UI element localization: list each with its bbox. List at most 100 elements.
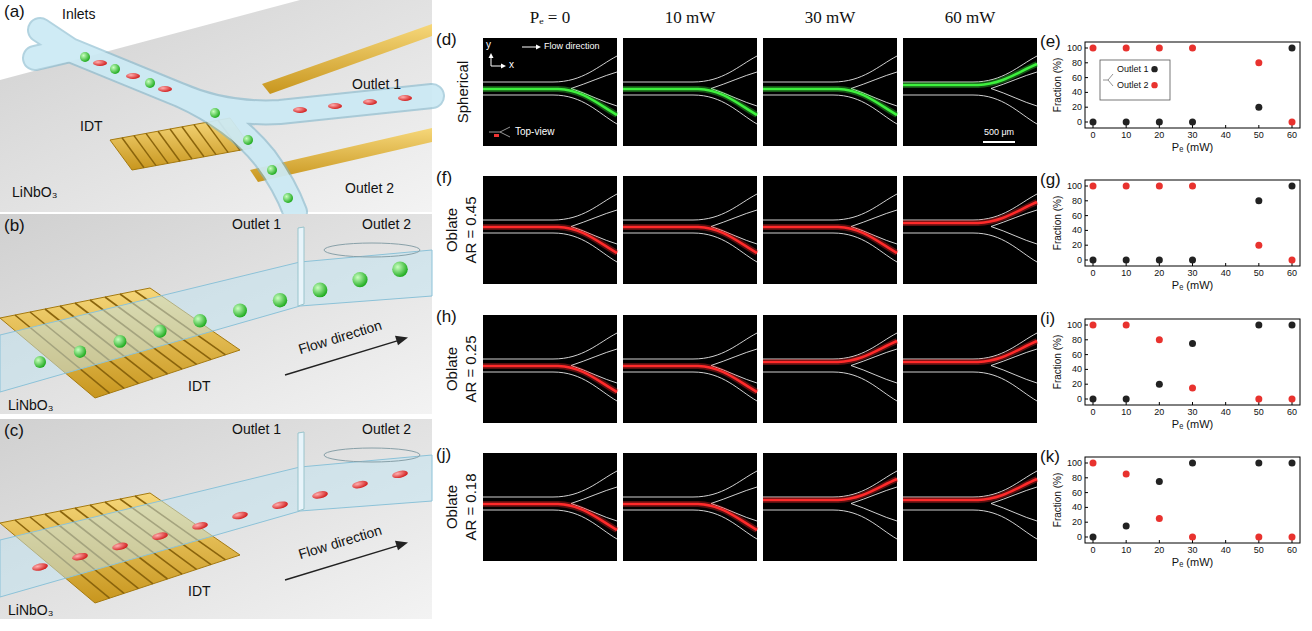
tick-label: 40 — [1072, 502, 1082, 512]
tick-label: 20 — [1072, 517, 1082, 527]
finger — [182, 127, 204, 157]
legend-swatch — [1151, 82, 1157, 88]
data-point — [1189, 384, 1196, 391]
flow-arrow — [522, 47, 537, 48]
data-point — [1189, 257, 1196, 264]
data-point — [1123, 522, 1130, 529]
spherical-particle — [34, 356, 46, 368]
particle-streak — [903, 202, 1037, 223]
channel-wall — [991, 366, 1037, 384]
particle-streak — [623, 366, 757, 392]
axis-title: Fraction (%) — [1052, 58, 1064, 112]
view-label: Top-view — [515, 126, 554, 138]
channel-wall — [623, 471, 757, 497]
channel-wall — [903, 56, 1037, 82]
tick-label: 20 — [1154, 268, 1164, 278]
spherical-particle — [210, 108, 220, 118]
spherical-particle — [153, 325, 166, 338]
channel-wall — [903, 194, 1037, 220]
data-point — [1123, 119, 1130, 126]
tick — [1085, 77, 1088, 78]
data-point — [1090, 119, 1097, 126]
micrograph-ground — [623, 315, 757, 423]
axis-title: Fraction (%) — [1052, 335, 1064, 389]
oblate-particle — [328, 103, 342, 109]
data-point — [1289, 119, 1296, 126]
tick-label: 60 — [1287, 407, 1297, 417]
particle-streak-glow — [763, 341, 897, 362]
particle-streak-glow — [623, 504, 757, 530]
spherical-particle — [283, 193, 293, 203]
finger — [170, 129, 192, 159]
particle-streak — [483, 366, 617, 392]
channel-wall — [851, 72, 897, 89]
micrograph-ground — [903, 176, 1037, 284]
tick — [1085, 477, 1088, 478]
data-point — [1156, 515, 1163, 522]
part-label: LiNbO₃ — [8, 602, 53, 618]
oblate-particle — [271, 500, 288, 510]
data-point — [1123, 45, 1130, 52]
finger — [146, 133, 168, 163]
spherical-particle — [352, 272, 367, 287]
channel-wall — [763, 471, 897, 497]
electrode-strip — [262, 24, 432, 94]
micrograph — [483, 315, 617, 423]
tick — [1085, 339, 1088, 340]
particle-streak-glow — [483, 227, 617, 253]
data-point — [1123, 322, 1130, 329]
channel-wall — [903, 333, 1037, 359]
tick — [1159, 402, 1160, 405]
channel-wall — [991, 504, 1037, 522]
particle-streak-glow — [483, 504, 617, 530]
channel-wall — [483, 194, 617, 220]
panel-letter: (a) — [4, 2, 25, 22]
part-label: IDT — [80, 118, 103, 134]
particle-streak-glow — [483, 89, 617, 115]
channel-wall — [483, 471, 617, 497]
data-point — [1090, 45, 1097, 52]
micrograph — [763, 176, 897, 284]
oblate-particle — [158, 86, 172, 92]
tick — [1192, 402, 1193, 405]
axis-label: y — [486, 39, 491, 51]
data-point — [1289, 460, 1296, 467]
tick-label: 0 — [1077, 117, 1082, 127]
channel-outline — [763, 56, 897, 124]
part-label: Outlet 2 — [362, 216, 411, 232]
micrograph — [903, 453, 1037, 561]
axis-title: Pₑ (mW) — [1172, 141, 1213, 154]
spherical-particle — [313, 283, 328, 298]
axis-title: Pₑ (mW) — [1172, 418, 1213, 431]
channel-outline — [903, 333, 1037, 401]
channel-wall — [571, 487, 617, 504]
substrate — [0, 0, 432, 212]
data-point — [1289, 257, 1296, 264]
channel-wall — [763, 56, 897, 82]
tick-label: 60 — [1072, 487, 1082, 497]
data-point — [1123, 471, 1130, 478]
micrograph — [763, 315, 897, 423]
scale-label: 500 μm — [984, 127, 1014, 137]
tick — [1085, 200, 1088, 201]
tick — [1085, 354, 1088, 355]
part-label: Outlet 1 — [232, 216, 281, 232]
particle-streak — [483, 89, 617, 115]
data-point — [1189, 340, 1196, 347]
data-point — [1090, 460, 1097, 467]
tick-label: 10 — [1121, 545, 1131, 555]
tick — [1258, 125, 1259, 128]
channel-outline — [483, 333, 617, 401]
tick — [1085, 522, 1088, 523]
tick — [1126, 540, 1127, 543]
flow-label: Flow direction — [544, 41, 600, 51]
tick-label: 20 — [1072, 240, 1082, 250]
tick-label: 100 — [1067, 458, 1082, 468]
tick — [1085, 492, 1088, 493]
micrograph — [483, 453, 617, 561]
data-point — [1255, 59, 1262, 66]
tick-label: 20 — [1154, 545, 1164, 555]
channel-wall — [711, 487, 757, 504]
channel-outline — [483, 471, 617, 539]
